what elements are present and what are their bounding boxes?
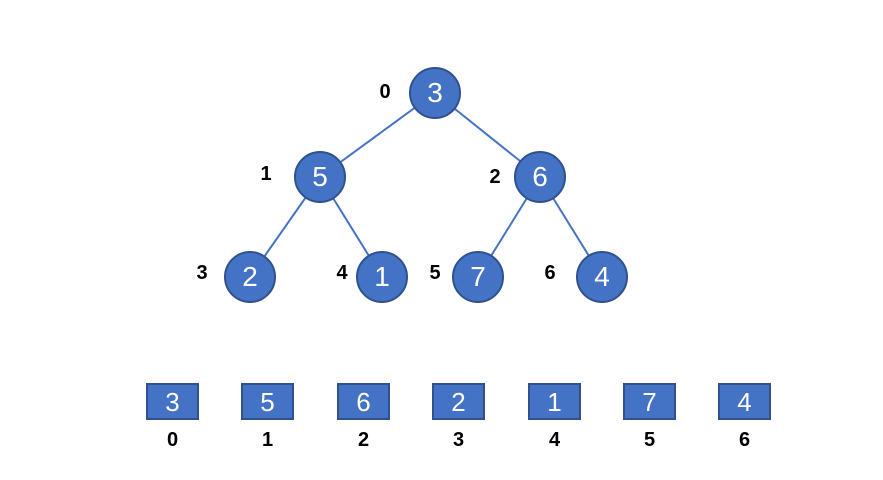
tree-node-value: 3 <box>427 77 443 108</box>
array-cell-value: 5 <box>260 386 275 417</box>
array-cell: 1 4 <box>528 383 581 451</box>
array-cell-value: 1 <box>547 386 562 417</box>
tree-node-index-label: 5 <box>429 262 441 284</box>
tree-node: 2 <box>224 251 276 303</box>
array-cell: 5 1 <box>241 383 294 451</box>
tree-node-value: 5 <box>312 161 328 192</box>
tree-node-value: 2 <box>242 261 258 292</box>
tree-node: 4 <box>576 251 628 303</box>
array-cell-index: 5 <box>643 429 656 451</box>
tree-node: 6 <box>514 151 566 203</box>
array-cell-box: 1 <box>528 383 581 420</box>
tree-node-value: 7 <box>470 261 486 292</box>
array-cell-value: 6 <box>356 386 371 417</box>
tree-node-value: 6 <box>532 161 548 192</box>
tree-node: 7 <box>452 251 504 303</box>
array-cell: 4 6 <box>718 383 771 451</box>
tree-node: 5 <box>294 151 346 203</box>
array-cell-index: 3 <box>452 429 465 451</box>
array-cell: 3 0 <box>146 383 199 451</box>
tree-node: 3 <box>409 67 461 119</box>
array-cell: 7 5 <box>623 383 676 451</box>
tree-node-index-label: 6 <box>544 262 556 284</box>
array-cell: 6 2 <box>337 383 390 451</box>
tree-node-index-label: 2 <box>489 166 501 188</box>
tree-node-value: 1 <box>374 261 390 292</box>
array-cell-index: 2 <box>357 429 370 451</box>
tree-node-index-label: 1 <box>260 163 272 185</box>
tree-node-index-label: 0 <box>379 81 391 103</box>
tree-node-value: 4 <box>594 261 610 292</box>
array-cell-index: 1 <box>261 429 274 451</box>
array-cell-box: 3 <box>146 383 199 420</box>
array-cell-value: 4 <box>737 386 752 417</box>
tree-node-index-label: 3 <box>196 262 208 284</box>
array-cell-value: 7 <box>642 386 657 417</box>
array-cell-box: 2 <box>432 383 485 420</box>
tree-node-index-label: 4 <box>336 262 348 284</box>
array-cell-box: 7 <box>623 383 676 420</box>
array-cell-value: 3 <box>165 386 180 417</box>
array-cell: 2 3 <box>432 383 485 451</box>
array-cell-index: 4 <box>548 429 561 451</box>
array-cell-box: 6 <box>337 383 390 420</box>
array-cell-index: 6 <box>738 429 751 451</box>
array-cell-box: 5 <box>241 383 294 420</box>
array-cell-value: 2 <box>451 386 466 417</box>
array-cell-box: 4 <box>718 383 771 420</box>
array-cell-index: 0 <box>166 429 179 451</box>
tree-node: 1 <box>356 251 408 303</box>
